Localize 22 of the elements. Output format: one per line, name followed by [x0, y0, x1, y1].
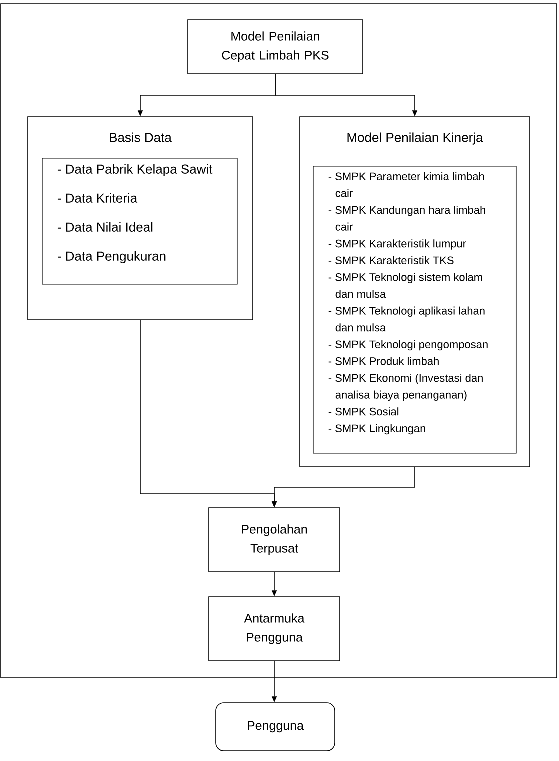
- list-item: - SMPK Karakteristik TKS: [328, 256, 454, 264]
- frame-box: [0, 4, 558, 678]
- list-item: - SMPK Teknologi pengomposan: [328, 340, 488, 351]
- list-item: - Data Kriteria: [58, 193, 138, 203]
- list-item: - SMPK Ekonomi (Investasi dan analisa biaya penanganan): [328, 374, 483, 402]
- list-item: - Data Pabrik Kelapa Sawit: [58, 164, 213, 177]
- list-box: [42, 158, 238, 285]
- list-item: - SMPK Parameter kimia limbah cair: [328, 172, 484, 198]
- process-box: Pengolahan Terpusat: [208, 508, 340, 572]
- process-box: Antarmuka Pengguna: [208, 596, 340, 662]
- list-item: - SMPK Karakteristik lumpur: [328, 240, 466, 250]
- list-item: - SMPK Teknologi sistem kolam dan mulsa: [328, 273, 482, 298]
- list-box: [313, 166, 517, 454]
- list-item: - Data Nilai Ideal: [58, 222, 153, 232]
- process-box: Model Penilaian Cepat Limbah PKS: [188, 20, 364, 74]
- list-item: - SMPK Lingkungan: [328, 424, 426, 435]
- list-item: - SMPK Sosial: [328, 408, 399, 416]
- list-item: - Data Pengukuran: [58, 251, 166, 264]
- terminal-box: Pengguna: [216, 702, 336, 752]
- list-item: - SMPK Teknologi aplikasi lahan dan mulsa: [328, 306, 485, 332]
- list-item: - SMPK Kandungan hara limbah cair: [328, 206, 486, 231]
- list-item: - SMPK Produk limbah: [328, 357, 439, 366]
